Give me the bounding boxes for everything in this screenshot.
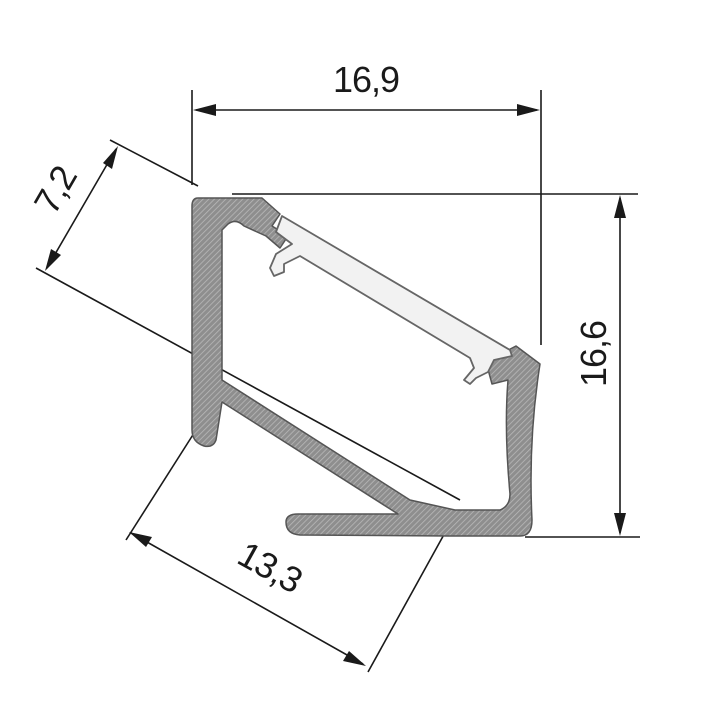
arrowhead-lower	[45, 249, 61, 271]
ext-line-base-right	[367, 519, 453, 673]
arrowhead-top	[614, 195, 626, 218]
aluminium-profile-section	[191, 197, 541, 537]
arrowhead-right	[517, 104, 540, 116]
label-right-height: 16,6	[573, 321, 614, 387]
arrowhead-upper	[103, 146, 118, 169]
dimension-right-height	[614, 195, 626, 536]
dimension-diffuser-offset	[45, 146, 118, 271]
extension-lines	[35, 90, 640, 673]
arrowhead-left	[193, 104, 216, 116]
arrowhead-right	[343, 651, 366, 666]
label-base-width: 13,3	[231, 533, 309, 601]
dimension-base-width	[129, 532, 366, 666]
ext-line-left-lower	[35, 267, 461, 501]
label-top-width: 16,9	[333, 59, 399, 100]
arrowhead-bottom	[614, 513, 626, 536]
diffuser-cover	[269, 215, 513, 385]
label-diffuser-offset: 7,2	[26, 159, 85, 220]
arrowhead-left	[129, 532, 152, 547]
ext-line-left-upper	[109, 139, 199, 187]
ext-line-base-left	[125, 429, 197, 541]
dimension-top-width	[193, 104, 540, 116]
